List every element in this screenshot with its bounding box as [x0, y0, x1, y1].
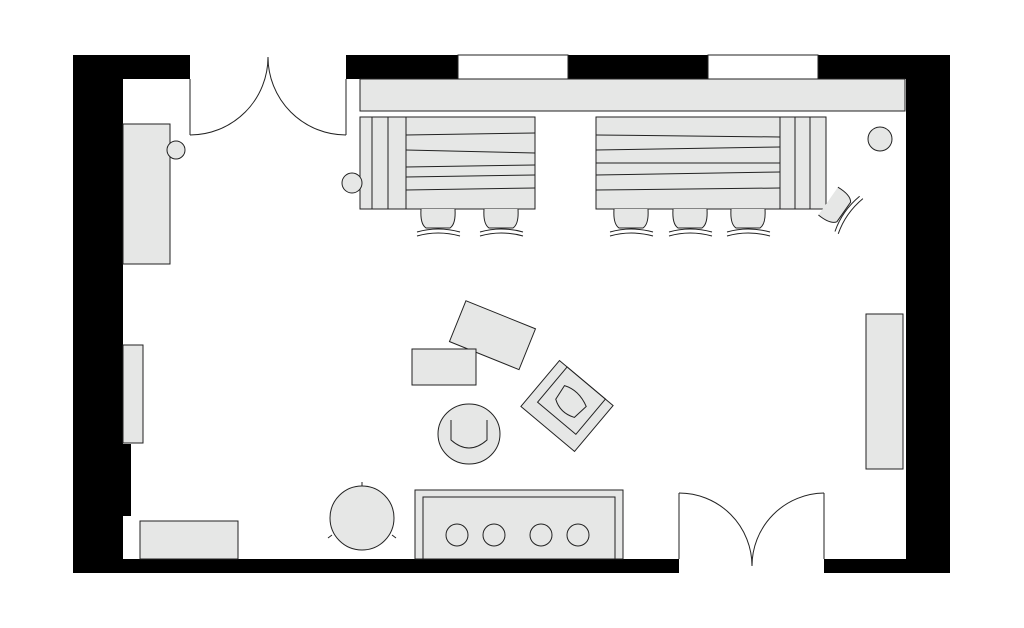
desk-left-stool [341, 172, 363, 194]
side-table-left [122, 123, 171, 265]
door-bottom-right [678, 492, 825, 567]
wall-bottom-left [73, 559, 679, 573]
desk-right [595, 116, 827, 210]
window-top-2 [707, 54, 819, 80]
burner [482, 523, 506, 547]
wall-top-left-segment [73, 55, 190, 79]
wall-left-pier [73, 444, 131, 516]
wall-bottom-right [824, 559, 950, 573]
round-lounge-chair [437, 403, 501, 465]
stool-right [867, 126, 893, 152]
sideboard-right [865, 313, 904, 470]
wall-right [906, 55, 950, 573]
burner [566, 523, 590, 547]
kitchenette-counter [414, 489, 624, 560]
burner [445, 523, 469, 547]
window-top-1 [457, 54, 569, 80]
desk-chair [609, 208, 654, 237]
low-cabinet-bottom-left [139, 520, 239, 560]
desk-chairs [416, 186, 864, 237]
desk-chair [668, 208, 713, 237]
desk-chair [726, 208, 771, 237]
coffee-table-angled [448, 300, 537, 371]
round-side-table [327, 482, 397, 551]
armchair-angled [520, 359, 614, 453]
wall-top-segment-3 [568, 55, 708, 79]
walls [73, 55, 950, 573]
desk-left [341, 116, 536, 210]
ottoman [411, 348, 477, 386]
wall-shelf-left [122, 344, 144, 444]
desk-chair [416, 208, 461, 237]
door-top-left [189, 56, 347, 136]
desk-chair [479, 208, 524, 237]
burner [529, 523, 553, 547]
wall-top-segment-2 [346, 55, 458, 79]
window-counter [359, 78, 906, 112]
desk-chair-rotated [818, 186, 864, 234]
stool-left [166, 140, 186, 160]
